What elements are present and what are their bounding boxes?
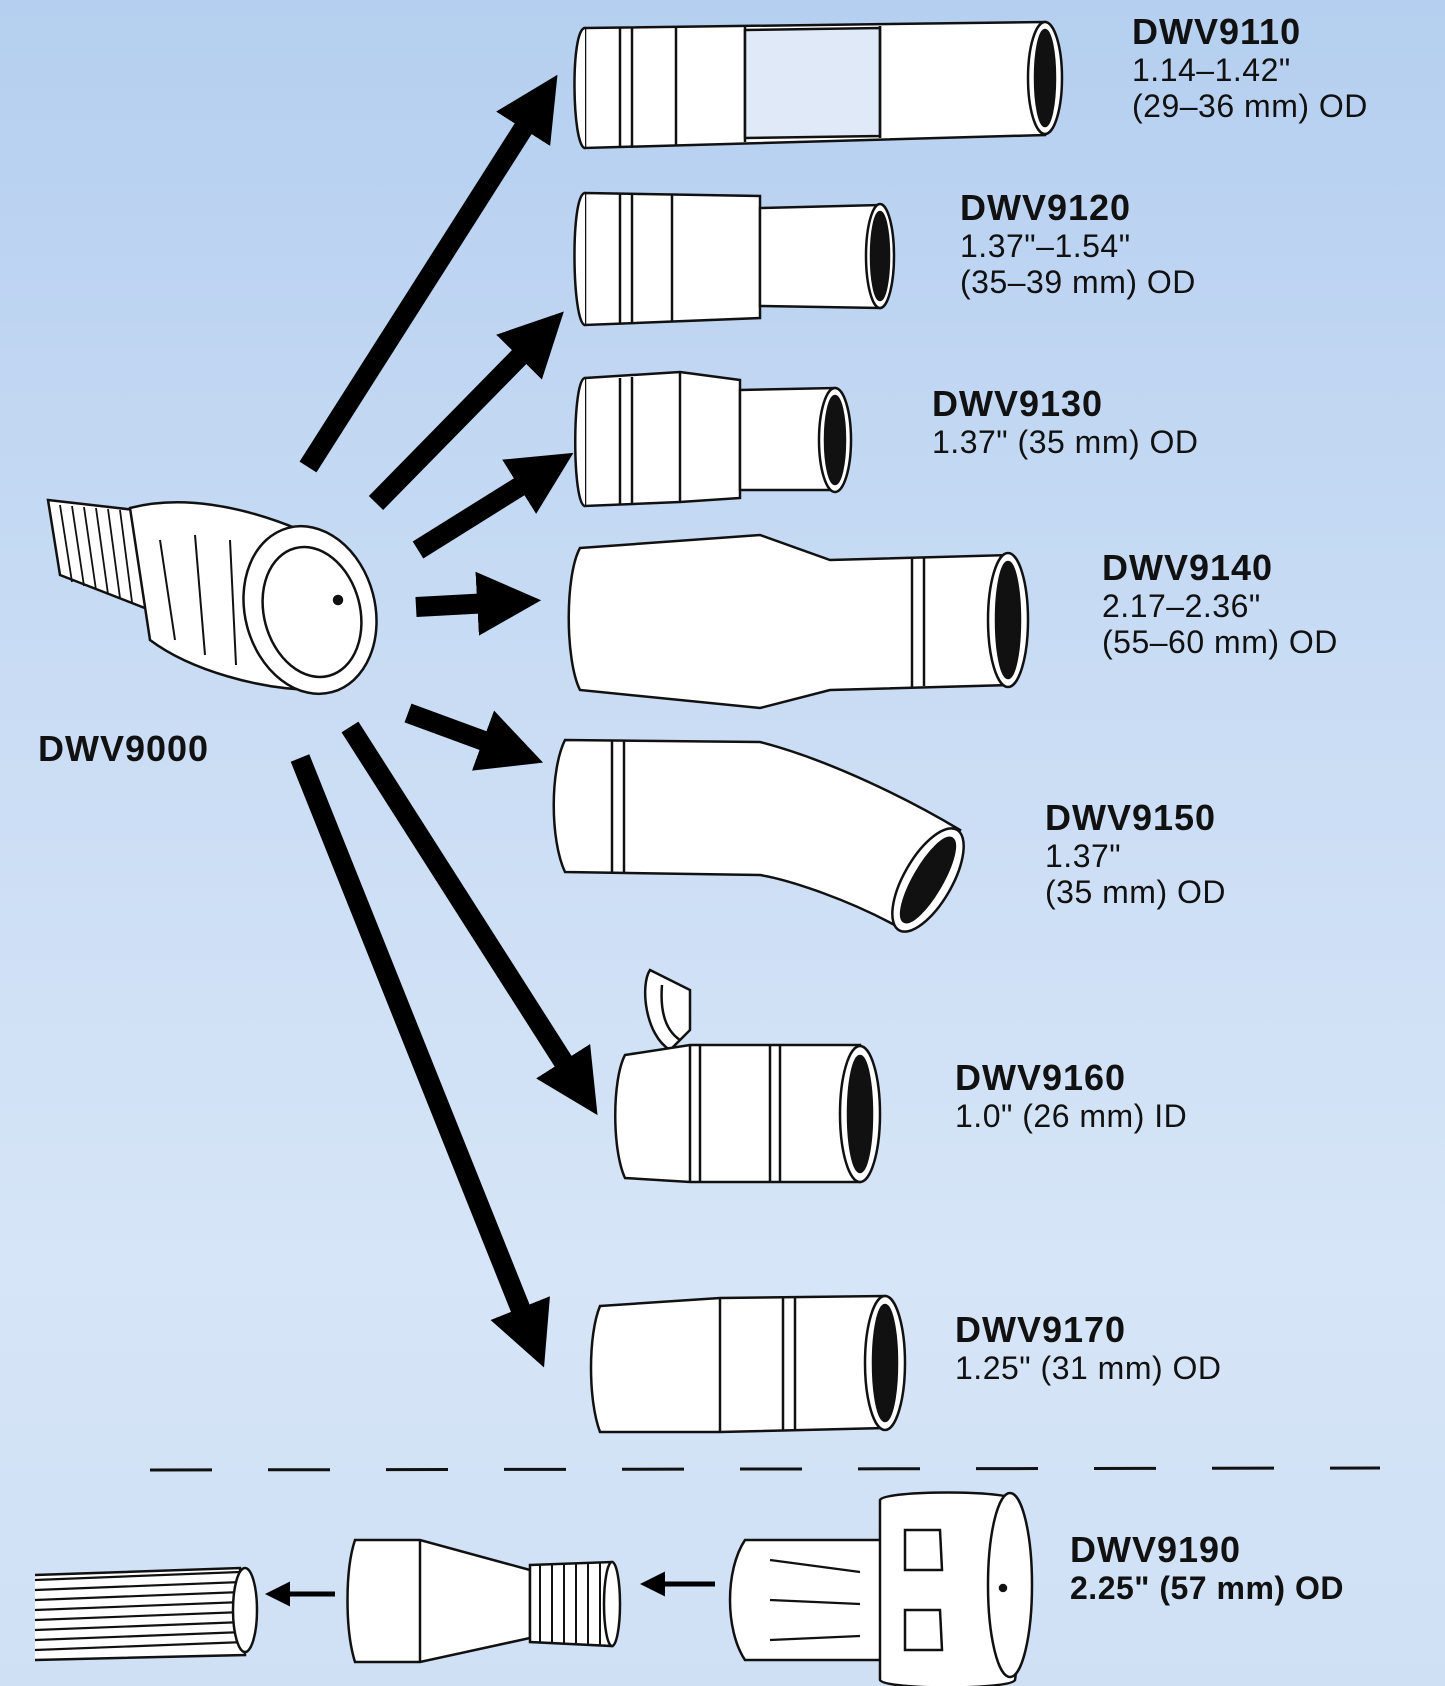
dashed-separator: [150, 1468, 1380, 1470]
adapter-dwv9130-drawing: [575, 372, 851, 506]
adapter-dwv9160-drawing: [615, 970, 880, 1182]
adapter-spec: 2.17–2.36": [1102, 590, 1338, 622]
adapter-code: DWV9170: [955, 1312, 1222, 1348]
adapter-dwv9150-drawing: [554, 740, 978, 942]
adapter-code: DWV9120: [960, 190, 1196, 226]
adapter-dwv9170-drawing: [591, 1296, 905, 1432]
adapter-code: DWV9130: [932, 386, 1199, 422]
label-dwv9130: DWV9130 1.37" (35 mm) OD: [932, 386, 1199, 462]
adapter-code: DWV9160: [955, 1060, 1187, 1096]
adapter-dwv9120-drawing: [574, 193, 894, 325]
adapter-dwv9140-drawing: [569, 535, 1028, 708]
arrows: [300, 118, 570, 1320]
adapter-spec: 1.37": [1045, 840, 1226, 872]
adapter-spec: 1.14–1.42": [1132, 54, 1368, 86]
hub-dwv9000-drawing: [48, 500, 395, 709]
adapter-spec: 1.37" (35 mm) OD: [932, 426, 1199, 458]
label-dwv9110: DWV9110 1.14–1.42" (29–36 mm) OD: [1132, 14, 1368, 126]
arrow-to-dwv9150: [408, 713, 495, 745]
adapter-spec: 1.37"–1.54": [960, 230, 1196, 262]
adapter-spec: 2.25" (57 mm) OD: [1070, 1572, 1344, 1604]
arrow-to-dwv9130: [418, 480, 530, 550]
label-dwv9170: DWV9170 1.25" (31 mm) OD: [955, 1312, 1222, 1388]
arrow-to-dwv9160: [350, 727, 570, 1072]
label-dwv9140: DWV9140 2.17–2.36" (55–60 mm) OD: [1102, 550, 1338, 662]
hub-label: DWV9000: [38, 728, 209, 770]
adapter-spec: (35 mm) OD: [1045, 876, 1226, 908]
adapter-code: DWV9110: [1132, 14, 1368, 50]
adapter-dwv9110-drawing: [574, 22, 1062, 148]
arrow-to-dwv9120: [376, 348, 528, 503]
adapter-code: DWV9190: [1070, 1532, 1344, 1568]
adapter-spec: (55–60 mm) OD: [1102, 626, 1338, 658]
adapter-spec: (35–39 mm) OD: [960, 266, 1196, 298]
arrow-to-dwv9140: [416, 603, 490, 607]
label-dwv9160: DWV9160 1.0" (26 mm) ID: [955, 1060, 1187, 1136]
arrow-to-dwv9110: [308, 118, 530, 467]
label-dwv9190: DWV9190 2.25" (57 mm) OD: [1070, 1532, 1344, 1608]
bottom-assembly-drawing: [35, 1493, 1032, 1686]
label-dwv9120: DWV9120 1.37"–1.54" (35–39 mm) OD: [960, 190, 1196, 302]
adapter-spec: (29–36 mm) OD: [1132, 90, 1368, 122]
adapter-code: DWV9140: [1102, 550, 1338, 586]
label-dwv9150: DWV9150 1.37" (35 mm) OD: [1045, 800, 1226, 912]
adapter-code: DWV9150: [1045, 800, 1226, 836]
adapter-spec: 1.25" (31 mm) OD: [955, 1352, 1222, 1384]
adapter-spec: 1.0" (26 mm) ID: [955, 1100, 1187, 1132]
